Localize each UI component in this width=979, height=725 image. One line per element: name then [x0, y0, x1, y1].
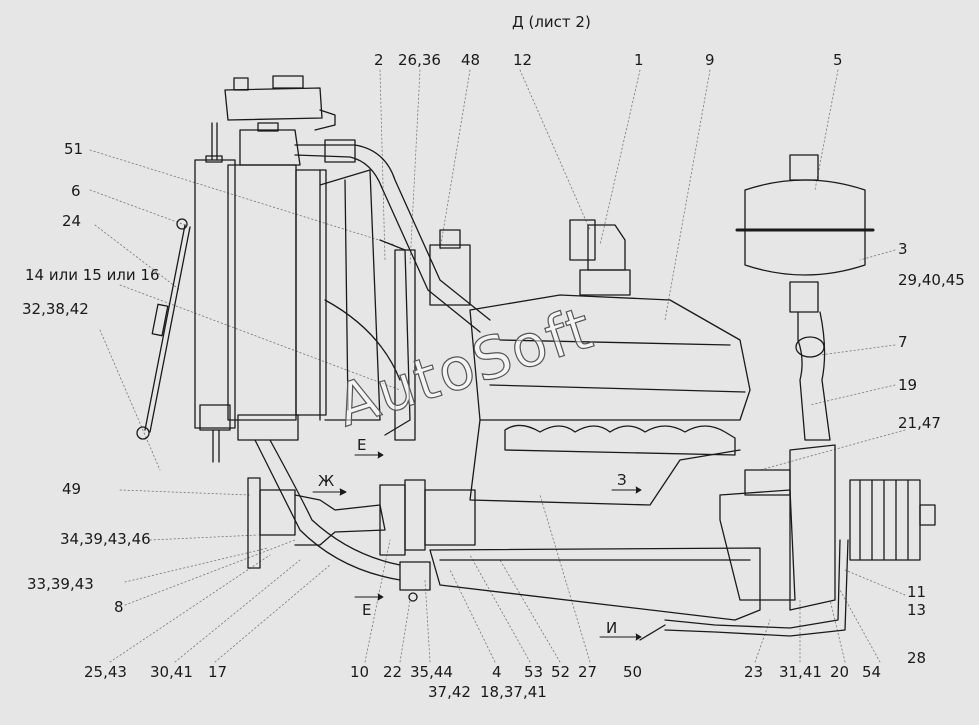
- label-25-43: 25,43: [84, 663, 127, 681]
- label-34-39-43-46: 34,39,43,46: [60, 530, 151, 548]
- label-27: 27: [578, 663, 598, 681]
- label-24: 24: [62, 212, 82, 230]
- label-31-41: 31,41: [779, 663, 822, 681]
- label-48: 48: [461, 51, 481, 69]
- label-50: 50: [623, 663, 643, 681]
- lower-hose: [254, 439, 401, 581]
- exhaust-bellows: [849, 479, 936, 561]
- label-4: 4: [492, 663, 502, 681]
- label-32-38-42: 32,38,42: [22, 300, 89, 318]
- label-2: 2: [374, 51, 384, 69]
- sheet-title: Д (лист 2): [512, 13, 591, 31]
- engine-mount: [399, 561, 431, 602]
- flywheel-housing: [719, 444, 836, 611]
- exhaust-manifold: [504, 424, 736, 456]
- label-6: 6: [71, 182, 81, 200]
- label-37-42: 37,42: [428, 683, 471, 701]
- label-10: 10: [350, 663, 370, 681]
- label-3: 3: [898, 240, 908, 258]
- upper-hose: [294, 139, 491, 333]
- label-54: 54: [862, 663, 882, 681]
- label-35-44: 35,44: [410, 663, 453, 681]
- label-53: 53: [524, 663, 544, 681]
- view-label-z: З: [617, 471, 627, 489]
- label-30-41: 30,41: [150, 663, 193, 681]
- label-11: 11: [907, 583, 927, 601]
- label-26-36: 26,36: [398, 51, 441, 69]
- label-19: 19: [898, 376, 918, 394]
- label-51: 51: [64, 140, 84, 158]
- radiator: [194, 122, 327, 463]
- view-arrows: [312, 451, 642, 641]
- engine-block: [469, 294, 751, 506]
- fan-assembly: [319, 169, 416, 441]
- label-21-47: 21,47: [898, 414, 941, 432]
- stay-rod: [136, 218, 191, 440]
- carburetor: [569, 219, 631, 296]
- label-29-40-45: 29,40,45: [898, 271, 965, 289]
- oil-pan: [429, 547, 761, 621]
- label-18-37-41: 18,37,41: [480, 683, 547, 701]
- air-filter: [735, 154, 875, 441]
- label-9: 9: [705, 51, 715, 69]
- drive-shaft: [247, 477, 476, 569]
- label-5: 5: [833, 51, 843, 69]
- thermostat-housing: [429, 229, 471, 306]
- label-1: 1: [634, 51, 644, 69]
- label-22: 22: [383, 663, 403, 681]
- label-13: 13: [907, 601, 927, 619]
- label-20: 20: [830, 663, 850, 681]
- leader-lines: [89, 69, 906, 663]
- label-12: 12: [513, 51, 533, 69]
- label-23: 23: [744, 663, 764, 681]
- label-8: 8: [114, 598, 124, 616]
- view-label-e-upper: Е: [357, 436, 367, 454]
- label-28: 28: [907, 649, 927, 667]
- view-label-e-lower: Е: [362, 601, 372, 619]
- label-7: 7: [898, 333, 908, 351]
- expansion-tank: [224, 75, 336, 166]
- view-label-i: И: [606, 619, 618, 637]
- view-label-zh: Ж: [318, 472, 335, 490]
- exhaust-pipe: [639, 539, 849, 641]
- label-14-15-16: 14 или 15 или 16: [25, 266, 160, 284]
- label-17: 17: [208, 663, 228, 681]
- label-33-39-43: 33,39,43: [27, 575, 94, 593]
- label-49: 49: [62, 480, 82, 498]
- label-52: 52: [551, 663, 571, 681]
